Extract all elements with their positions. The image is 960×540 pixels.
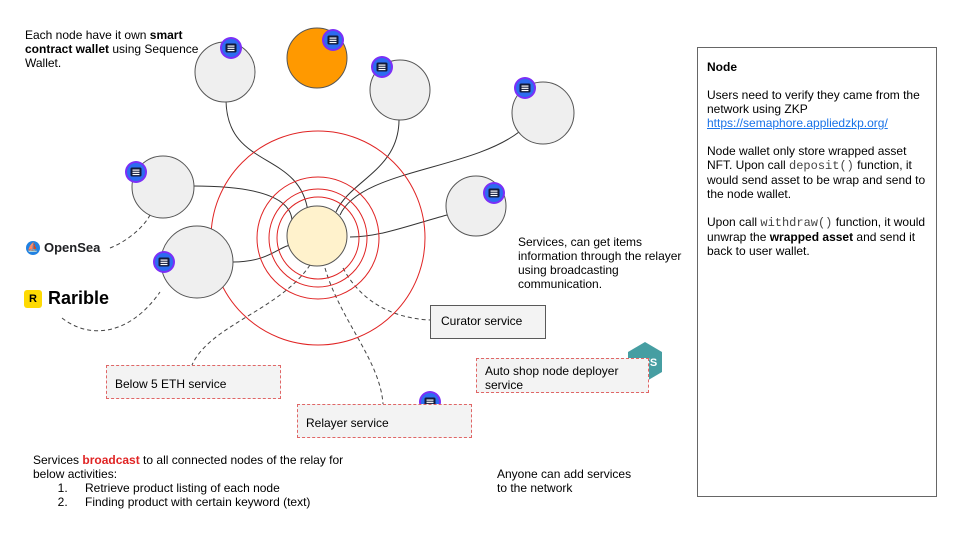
wallet-icon: [514, 77, 536, 99]
link-node-1: [225, 98, 309, 213]
relayer-service-label: Relayer service: [306, 416, 389, 430]
intro-after: using Sequence Wallet.: [25, 42, 199, 70]
deposit-code: deposit(): [789, 159, 854, 173]
ring-inner-1: [276, 196, 360, 280]
broadcast-activities-list: Retrieve product listing of each node Fi…: [33, 481, 353, 509]
panel-withdraw-before: Upon call: [707, 215, 761, 229]
dashed-connectors: [61, 214, 431, 405]
wallet-icon: [322, 29, 344, 51]
opensea-icon: ⛵: [26, 240, 40, 255]
broadcast-highlight: broadcast: [82, 453, 140, 467]
wallet-icon: [371, 56, 393, 78]
dash-below5: [191, 264, 311, 366]
panel-zkp-paragraph: Users need to verify they came from the …: [707, 88, 926, 130]
node-4: [131, 155, 195, 219]
dash-curator: [342, 267, 431, 321]
node-info-panel: Node Users need to verify they came from…: [697, 47, 937, 497]
list-item: Retrieve product listing of each node: [71, 481, 353, 495]
opensea-label: OpenSea: [44, 240, 101, 255]
semaphore-link[interactable]: https://semaphore.appliedzkp.org/: [707, 116, 888, 130]
opensea-logo: ⛵ OpenSea: [26, 240, 100, 255]
broadcast-after: to all connected nodes of the relay for …: [33, 453, 344, 481]
link-node-6: [349, 214, 448, 238]
ring-inner-2: [268, 188, 368, 288]
panel-deposit-paragraph: Node wallet only store wrapped asset NFT…: [707, 144, 926, 201]
wallet-icon: [483, 182, 505, 204]
intro-note: Each node have it own smart contract wal…: [25, 28, 210, 70]
panel-withdraw-mid: function, it would unwrap the: [707, 215, 926, 244]
panel-title: Node: [707, 60, 737, 74]
relayer-service-box: Relayer service: [297, 404, 472, 438]
rarible-logo: R Rarible: [24, 288, 109, 309]
dash-opensea: [109, 214, 151, 249]
dash-rarible: [61, 291, 161, 332]
broadcast-note: Services broadcast to all connected node…: [33, 453, 353, 509]
wallet-icon: [125, 161, 147, 183]
panel-deposit-after: function, it would send asset to be wrap…: [707, 158, 926, 201]
below5-service-box: Below 5 ETH service: [106, 365, 281, 399]
panel-withdraw-paragraph: Upon call withdraw() function, it would …: [707, 215, 926, 258]
ring-middle: [256, 176, 380, 300]
panel-withdraw-bold: wrapped asset: [769, 230, 854, 244]
withdraw-code: withdraw(): [760, 216, 833, 230]
link-node-2: [335, 117, 400, 213]
rarible-icon: R: [24, 289, 42, 308]
dash-relayer: [324, 267, 384, 405]
broadcast-before: Services: [33, 453, 83, 467]
wallet-icon: [153, 251, 175, 273]
panel-withdraw-after: and send it back to user wallet.: [707, 230, 916, 258]
link-node-4: [192, 185, 293, 221]
relay-center-node: [286, 205, 348, 267]
curator-service-box: Curator service: [430, 305, 546, 339]
intro-before: Each node have it own: [25, 28, 150, 42]
relay-network-diagram: IPFS: [61, 27, 662, 413]
link-node-3: [339, 131, 520, 216]
wallet-icon: [220, 37, 242, 59]
anyone-note: Anyone can add services to the network: [497, 467, 632, 495]
user-nodes: [131, 27, 575, 299]
panel-zkp-text: Users need to verify they came from the …: [707, 88, 920, 116]
rarible-label: Rarible: [48, 288, 110, 308]
services-note: Services, can get items information thro…: [518, 235, 682, 291]
auto-shop-service-label: Auto shop node deployer service: [485, 364, 619, 392]
intro-bold: smart contract wallet: [25, 28, 183, 56]
below5-service-label: Below 5 ETH service: [115, 377, 227, 391]
auto-shop-service-box: Auto shop node deployer service: [476, 358, 649, 393]
list-item: Finding product with certain keyword (te…: [71, 495, 353, 509]
curator-service-label: Curator service: [441, 314, 523, 328]
panel-deposit-before: Node wallet only store wrapped asset NFT…: [707, 144, 907, 172]
